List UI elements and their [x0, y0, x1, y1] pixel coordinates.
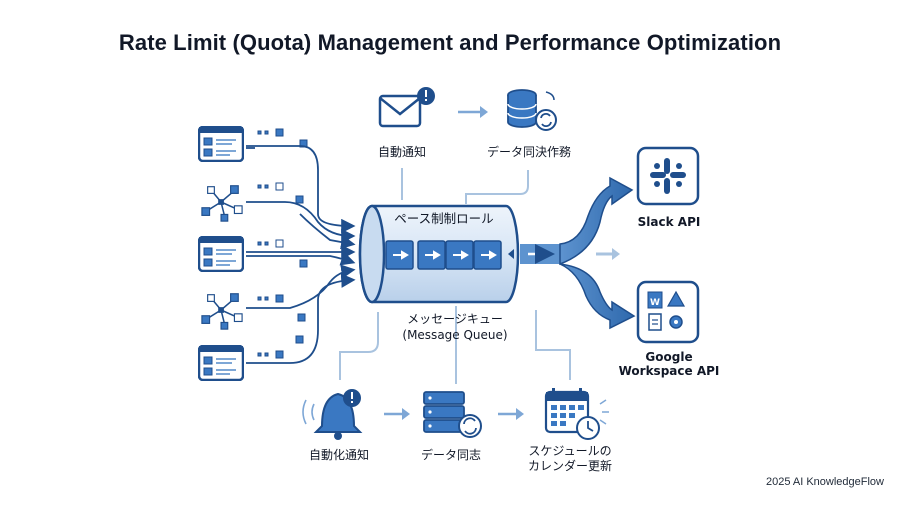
label-message-queue-en: (Message Queue) — [402, 328, 508, 342]
label-auto-notification: 自動通知 — [377, 145, 426, 159]
label-automation-notification: 自動化通知 — [308, 448, 369, 462]
arrow-right-icon-2 — [384, 408, 410, 420]
source-2-icon — [201, 184, 243, 222]
source-1-icon — [198, 126, 244, 162]
output-arrows — [520, 176, 636, 330]
message-queue — [358, 204, 520, 304]
source-4-icon — [201, 292, 243, 330]
label-message-queue-jp: メッセージキュー — [407, 312, 503, 326]
connector-lines — [339, 168, 571, 384]
bell-alert-icon — [302, 389, 363, 440]
google-workspace-icon: W — [636, 280, 700, 344]
diagram-title: Rate Limit (Quota) Management and Perfor… — [118, 30, 782, 55]
calendar-clock-icon — [544, 388, 609, 440]
envelope-alert-icon — [378, 87, 435, 128]
svg-text:W: W — [650, 298, 660, 308]
label-data-sync-job: データ同決作務 — [486, 145, 571, 159]
label-calendar-line1: スケジュールの — [528, 444, 612, 458]
footer-credit: 2025 AI KnowledgeFlow — [765, 476, 884, 488]
source-3-icon — [198, 236, 244, 272]
label-calendar-line2: カレンダー更新 — [527, 459, 612, 473]
input-arrows — [246, 145, 356, 364]
label-google-line2: Workspace API — [618, 364, 720, 378]
slack-logo-icon — [636, 146, 700, 206]
label-slack-api: Slack API — [637, 215, 701, 229]
label-google-line1: Google — [645, 350, 693, 364]
label-pace-control-roll: ペース制制ロール — [394, 211, 494, 226]
packet-trails — [257, 128, 308, 359]
arrow-right-icon — [458, 106, 488, 118]
server-sync-icon — [423, 391, 482, 438]
label-data-sync: データ同志 — [420, 448, 481, 462]
database-sync-icon — [507, 89, 557, 131]
source-5-icon — [198, 345, 244, 381]
arrow-right-icon-3 — [498, 408, 524, 420]
